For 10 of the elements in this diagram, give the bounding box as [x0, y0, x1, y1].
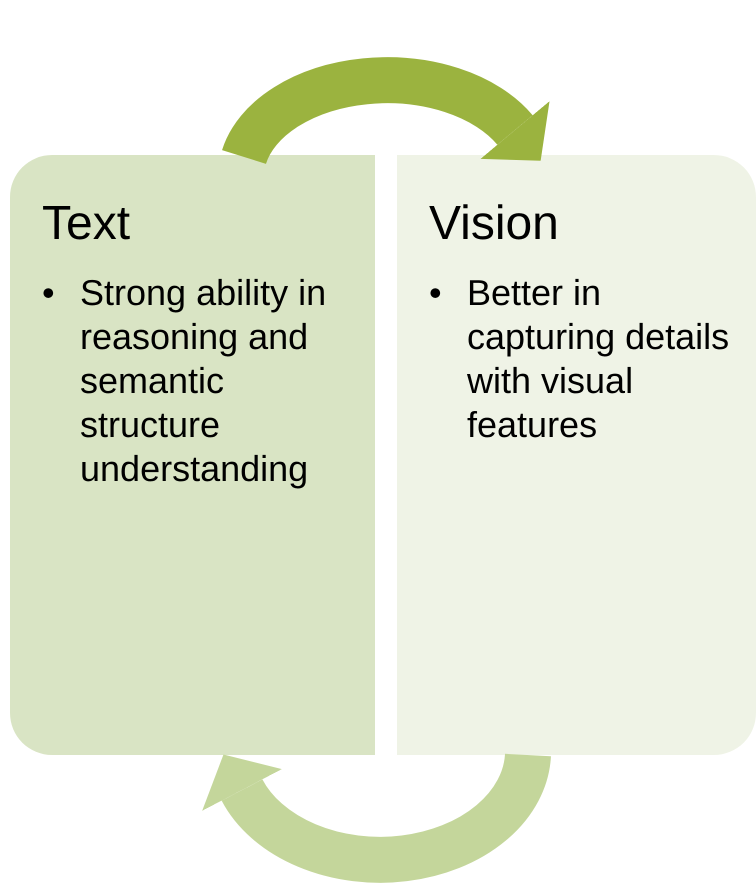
- panel: [397, 155, 756, 755]
- panel: [10, 155, 375, 755]
- bullet-mark: •: [429, 271, 442, 315]
- panel-heading: Vision: [429, 196, 559, 252]
- panel-heading: Text: [42, 196, 130, 252]
- bullet-mark: •: [42, 271, 55, 315]
- bullet-text: Better in capturing details with visual features: [467, 271, 730, 447]
- curved-arrow: [204, 752, 551, 883]
- bullet-text: Strong ability in reasoning and semantic structure understanding: [80, 271, 328, 491]
- curved-arrow: [222, 57, 548, 166]
